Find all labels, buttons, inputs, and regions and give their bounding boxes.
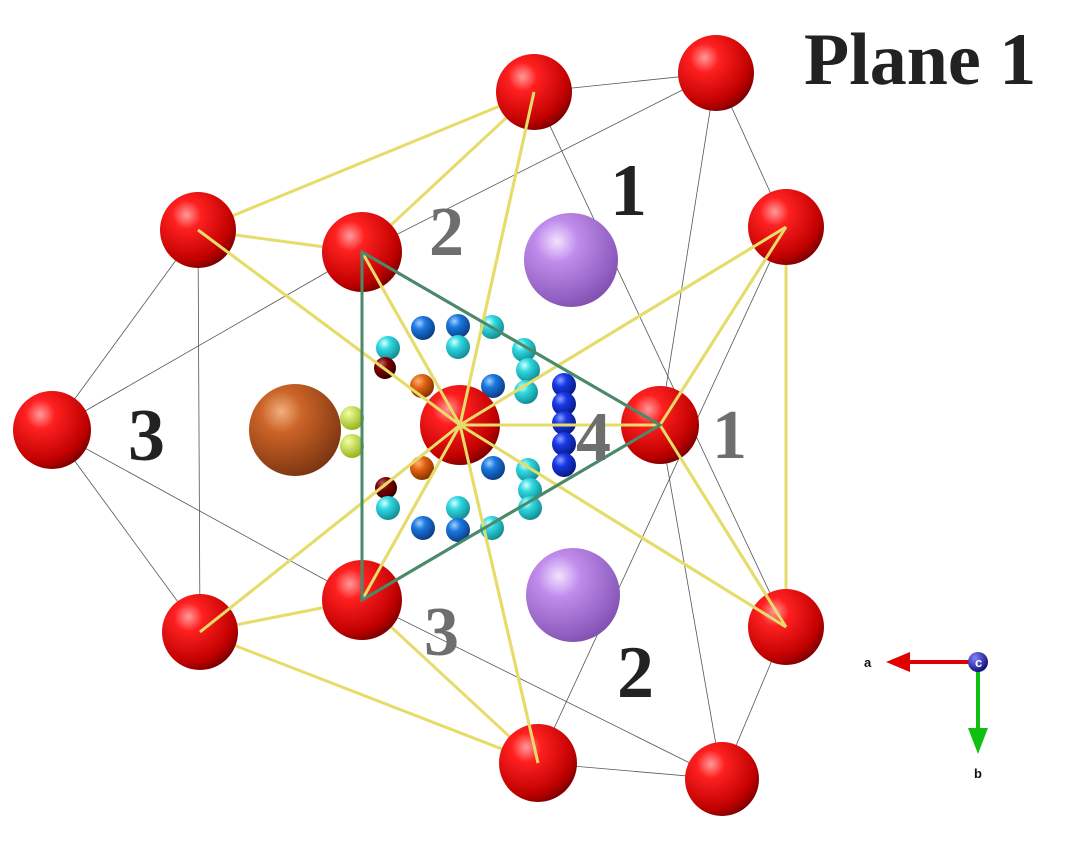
label-gray-4: 4 — [576, 399, 611, 476]
cyan-atom — [446, 496, 470, 520]
cyan-atom — [376, 496, 400, 520]
yellow-green-atom — [340, 406, 364, 430]
small-orange-atom — [410, 374, 434, 398]
axis-a-label: a — [864, 655, 872, 670]
blue-atom — [552, 411, 576, 435]
label-gray-3: 3 — [424, 594, 459, 671]
small-orange-atom — [410, 456, 434, 480]
mid-blue-atom — [446, 518, 470, 542]
axis-c-dot — [968, 652, 988, 672]
purple-atom-lower — [526, 548, 620, 642]
blue-atom — [552, 453, 576, 477]
plane-title: Plane 1 — [804, 19, 1036, 101]
label-dark-3: 3 — [128, 395, 165, 477]
axis-c-label: c — [975, 655, 982, 670]
axis-b-arrowhead — [968, 728, 988, 754]
orange-atom — [249, 384, 341, 476]
small-atom-cluster — [374, 314, 576, 542]
axis-indicator: a c b — [864, 652, 988, 781]
label-dark-2: 2 — [617, 632, 654, 714]
cyan-atom — [518, 478, 542, 502]
cyan-atom — [518, 496, 542, 520]
label-gray-1: 1 — [712, 397, 747, 474]
red-atom — [13, 391, 91, 469]
axis-b-label: b — [974, 766, 982, 781]
red-atom — [685, 742, 759, 816]
mid-blue-atom — [446, 314, 470, 338]
mid-blue-atom — [481, 456, 505, 480]
blue-atom — [552, 373, 576, 397]
cyan-atom — [514, 380, 538, 404]
label-gray-2: 2 — [429, 194, 464, 271]
red-atom — [678, 35, 754, 111]
cyan-atom — [516, 358, 540, 382]
blue-atom — [552, 432, 576, 456]
mid-blue-atom — [481, 374, 505, 398]
cyan-atom — [376, 336, 400, 360]
yellow-green-atom — [340, 434, 364, 458]
front-edges — [197, 91, 788, 764]
yellow-green-atoms — [340, 406, 364, 458]
purple-atom-upper — [524, 213, 618, 307]
mid-blue-atom — [411, 516, 435, 540]
front-green-edges — [360, 249, 663, 603]
dark-red-atom — [375, 477, 397, 499]
label-dark-1: 1 — [610, 150, 647, 232]
cyan-atom — [446, 335, 470, 359]
blue-atom — [552, 392, 576, 416]
mid-blue-atom — [411, 316, 435, 340]
axis-a-arrowhead — [886, 652, 910, 672]
